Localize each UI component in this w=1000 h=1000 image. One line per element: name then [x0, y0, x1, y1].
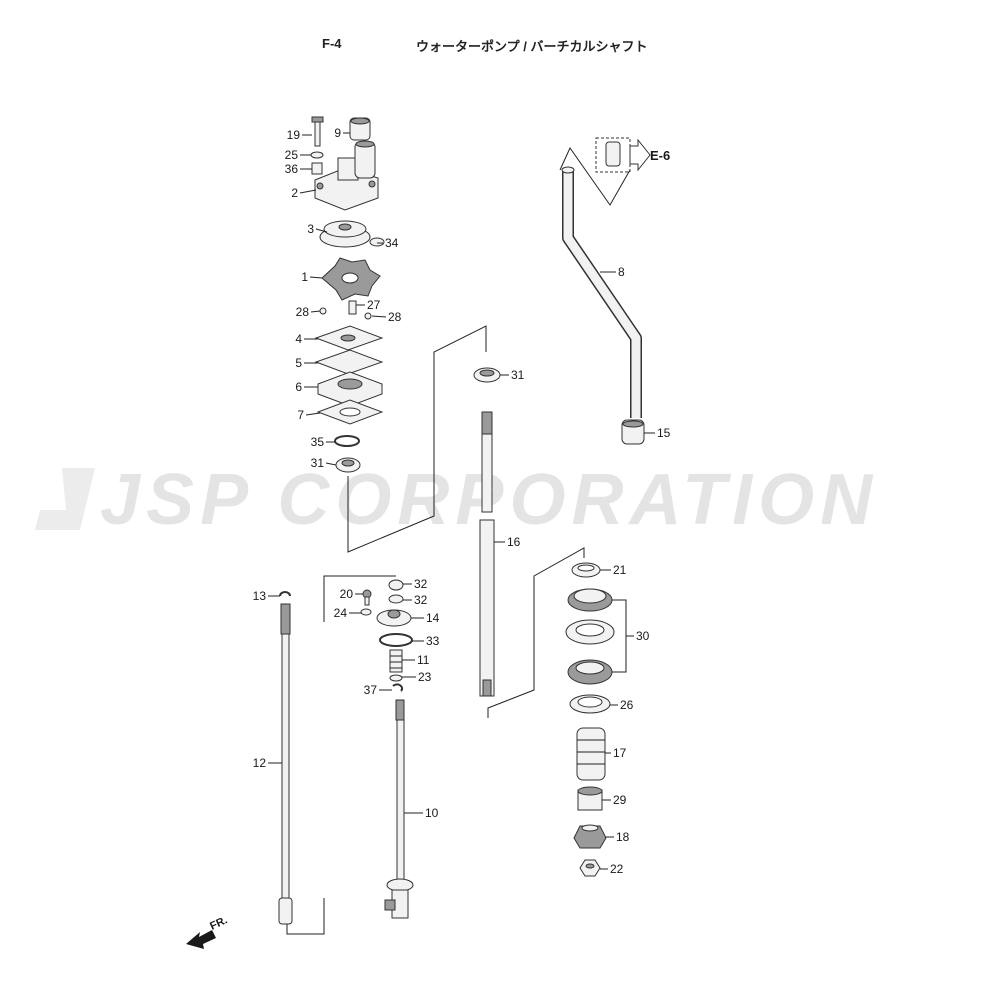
- part-pin-28a: [319, 307, 327, 315]
- part-grommet-9: [349, 117, 371, 141]
- callout-label-22: 22: [610, 862, 624, 876]
- part-liner-3: [319, 220, 371, 248]
- part-spring-11: [389, 649, 403, 673]
- callout-label-19: 19: [287, 128, 301, 142]
- watermark: JSP CORPORATION: [35, 460, 872, 540]
- callout-label-32: 32: [414, 577, 428, 591]
- callout-label-3: 3: [307, 222, 314, 236]
- part-collar-36: [311, 162, 323, 175]
- callout-label-30: 30: [636, 629, 650, 643]
- callout-label-7: 7: [297, 408, 304, 422]
- callout-label-21: 21: [613, 563, 627, 577]
- callout-label-32: 32: [414, 593, 428, 607]
- part-housing-14: [376, 609, 412, 627]
- reference-label: E-6: [650, 148, 670, 163]
- callout-label-35: 35: [311, 435, 325, 449]
- callout-label-20: 20: [340, 587, 354, 601]
- callout-leader-28: [371, 315, 387, 318]
- callout-leader-7: [305, 412, 321, 416]
- callout-leader-1: [309, 276, 323, 279]
- callout-leader-3: [315, 228, 328, 233]
- callout-leaders: [268, 132, 655, 870]
- callout-label-18: 18: [616, 830, 630, 844]
- callout-label-31: 31: [311, 456, 325, 470]
- part-pump-case-2: [314, 140, 379, 211]
- callout-label-11: 11: [417, 653, 430, 667]
- callout-label-27: 27: [367, 298, 381, 312]
- front-label: FR.: [208, 914, 229, 932]
- reference-e6[interactable]: E-6: [595, 137, 670, 173]
- callout-label-34: 34: [385, 236, 399, 250]
- callout-label-15: 15: [657, 426, 671, 440]
- part-shim-26: [569, 694, 611, 714]
- callout-leader-2: [299, 189, 317, 194]
- part-shift-rod-12: [278, 603, 293, 925]
- callout-label-13: 13: [253, 589, 267, 603]
- part-washer-25: [310, 151, 324, 159]
- callout-label-16: 16: [507, 535, 521, 549]
- part-pin-28b: [364, 312, 372, 320]
- callout-label-1: 1: [301, 270, 308, 284]
- part-driveshaft-16: [479, 411, 495, 697]
- part-washer-23: [389, 674, 403, 682]
- callout-label-31: 31: [511, 368, 525, 382]
- callout-label-6: 6: [295, 380, 302, 394]
- callout-label-36: 36: [285, 162, 299, 176]
- callout-label-10: 10: [425, 806, 439, 820]
- part-bushing-32a: [388, 579, 404, 591]
- callout-label-28: 28: [388, 310, 402, 324]
- callout-label-29: 29: [613, 793, 627, 807]
- callout-label-26: 26: [620, 698, 634, 712]
- part-housing-6: [317, 371, 383, 407]
- part-impeller-1: [321, 257, 381, 301]
- callout-label-24: 24: [334, 606, 348, 620]
- callout-label-5: 5: [295, 356, 302, 370]
- part-oring-35: [334, 435, 360, 447]
- part-gasket-5: [314, 349, 384, 375]
- part-shift-shaft-10: [384, 699, 414, 919]
- part-bolt-19: [311, 116, 324, 147]
- part-bearing-29: [577, 786, 603, 811]
- part-shim-21: [571, 562, 601, 578]
- part-bearing-30: [565, 588, 615, 685]
- part-bushing-32b: [388, 594, 404, 604]
- callout-label-8: 8: [618, 265, 625, 279]
- callout-label-4: 4: [295, 332, 302, 346]
- callout-label-23: 23: [418, 670, 432, 684]
- callout-label-33: 33: [426, 634, 440, 648]
- front-indicator: FR.: [186, 914, 229, 949]
- callout-label-9: 9: [334, 126, 341, 140]
- part-grommet-15: [621, 419, 645, 445]
- callout-leader-31: [325, 462, 337, 466]
- section-code: F-4: [322, 36, 342, 51]
- callout-leader-28: [310, 310, 321, 313]
- part-clip-37: [392, 683, 404, 692]
- part-bearing-17: [576, 727, 606, 781]
- part-pinion-18: [573, 824, 607, 849]
- callout-label-37: 37: [364, 683, 378, 697]
- callout-label-12: 12: [253, 756, 267, 770]
- callout-label-25: 25: [285, 148, 299, 162]
- water-pump-assembly: [310, 116, 385, 473]
- part-ring-34: [369, 237, 385, 247]
- page-title: ウォーターポンプ / バーチカルシャフト: [416, 39, 648, 54]
- callout-label-14: 14: [426, 611, 440, 625]
- part-key-27: [348, 300, 357, 315]
- part-seal-31a: [335, 457, 361, 473]
- part-nut-22: [579, 859, 601, 877]
- part-seal-31b: [473, 367, 501, 383]
- callout-label-17: 17: [613, 746, 627, 760]
- part-clip-13: [279, 591, 291, 597]
- part-water-tube-8: [561, 166, 642, 418]
- part-washer-24: [360, 608, 372, 616]
- part-oring-33: [379, 633, 413, 647]
- callout-label-28: 28: [296, 305, 310, 319]
- callout-label-2: 2: [291, 186, 298, 200]
